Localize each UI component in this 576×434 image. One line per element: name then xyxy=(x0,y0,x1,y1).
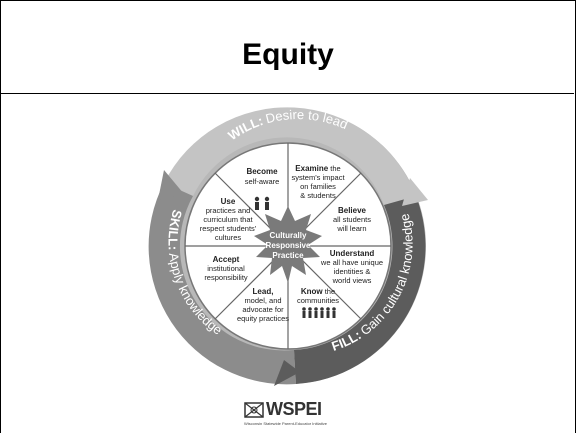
svg-text:Lead,: Lead, xyxy=(253,287,274,296)
svg-text:respect students': respect students' xyxy=(200,224,257,233)
svg-text:Examine the: Examine the xyxy=(295,164,340,173)
svg-text:& students: & students xyxy=(300,191,336,200)
svg-text:responsibility: responsibility xyxy=(204,273,248,282)
svg-text:Know the: Know the xyxy=(301,287,335,296)
svg-text:Understand: Understand xyxy=(330,249,375,258)
svg-text:model, and: model, and xyxy=(244,296,281,305)
segment-become: Become self-aware xyxy=(245,167,280,210)
will-arrowhead xyxy=(402,178,428,206)
svg-text:world views: world views xyxy=(332,276,372,285)
segment-understand: Understand we all have unique identities… xyxy=(320,249,383,285)
segment-use: Use practices and curriculum that respec… xyxy=(200,197,257,242)
svg-text:Become: Become xyxy=(246,167,278,176)
segment-lead: Lead, model, and advocate for equity pra… xyxy=(237,287,289,323)
svg-text:institutional: institutional xyxy=(207,264,245,273)
center-line1: Culturally xyxy=(270,231,307,240)
svg-text:self-aware: self-aware xyxy=(245,177,280,186)
svg-text:cultures: cultures xyxy=(215,233,242,242)
fill-arc xyxy=(294,196,426,384)
wspei-logo: WSPEI Wisconsin Statewide Parent-Educato… xyxy=(244,399,344,431)
segment-accept: Accept institutional responsibility xyxy=(204,255,248,282)
svg-text:will learn: will learn xyxy=(336,224,366,233)
wspei-mark-icon xyxy=(244,402,264,418)
community-icon xyxy=(302,307,336,318)
skill-arrowhead xyxy=(158,170,184,200)
center-star xyxy=(254,206,322,283)
svg-text:practices and: practices and xyxy=(206,206,251,215)
logo-subtitle: Wisconsin Statewide Parent-Educator Init… xyxy=(244,421,327,426)
people-icon xyxy=(254,196,270,210)
center-line2: Responsive xyxy=(266,241,311,250)
will-arc xyxy=(164,107,416,205)
segment-examine: Examine the system's impact on families … xyxy=(291,164,345,200)
svg-text:communities: communities xyxy=(297,296,339,305)
svg-text:advocate for: advocate for xyxy=(242,305,284,314)
svg-text:Accept: Accept xyxy=(213,255,240,264)
svg-text:all students: all students xyxy=(333,215,371,224)
center-line3: Practice xyxy=(272,251,304,260)
svg-text:Believe: Believe xyxy=(338,206,367,215)
svg-text:on families: on families xyxy=(300,182,336,191)
logo-name: WSPEI xyxy=(266,399,322,419)
svg-text:Use: Use xyxy=(221,197,236,206)
title-divider xyxy=(0,93,574,94)
svg-text:equity practices: equity practices xyxy=(237,314,289,323)
fill-arrowhead xyxy=(274,360,300,386)
svg-text:curriculum that: curriculum that xyxy=(203,215,253,224)
slide-title: Equity xyxy=(242,38,334,71)
segment-know: Know the communities xyxy=(297,287,339,318)
svg-text:we all have unique: we all have unique xyxy=(320,258,383,267)
skill-arc xyxy=(148,183,296,385)
segment-believe: Believe all students will learn xyxy=(333,206,371,233)
svg-text:system's impact: system's impact xyxy=(291,173,345,182)
svg-text:identities &: identities & xyxy=(334,267,371,276)
